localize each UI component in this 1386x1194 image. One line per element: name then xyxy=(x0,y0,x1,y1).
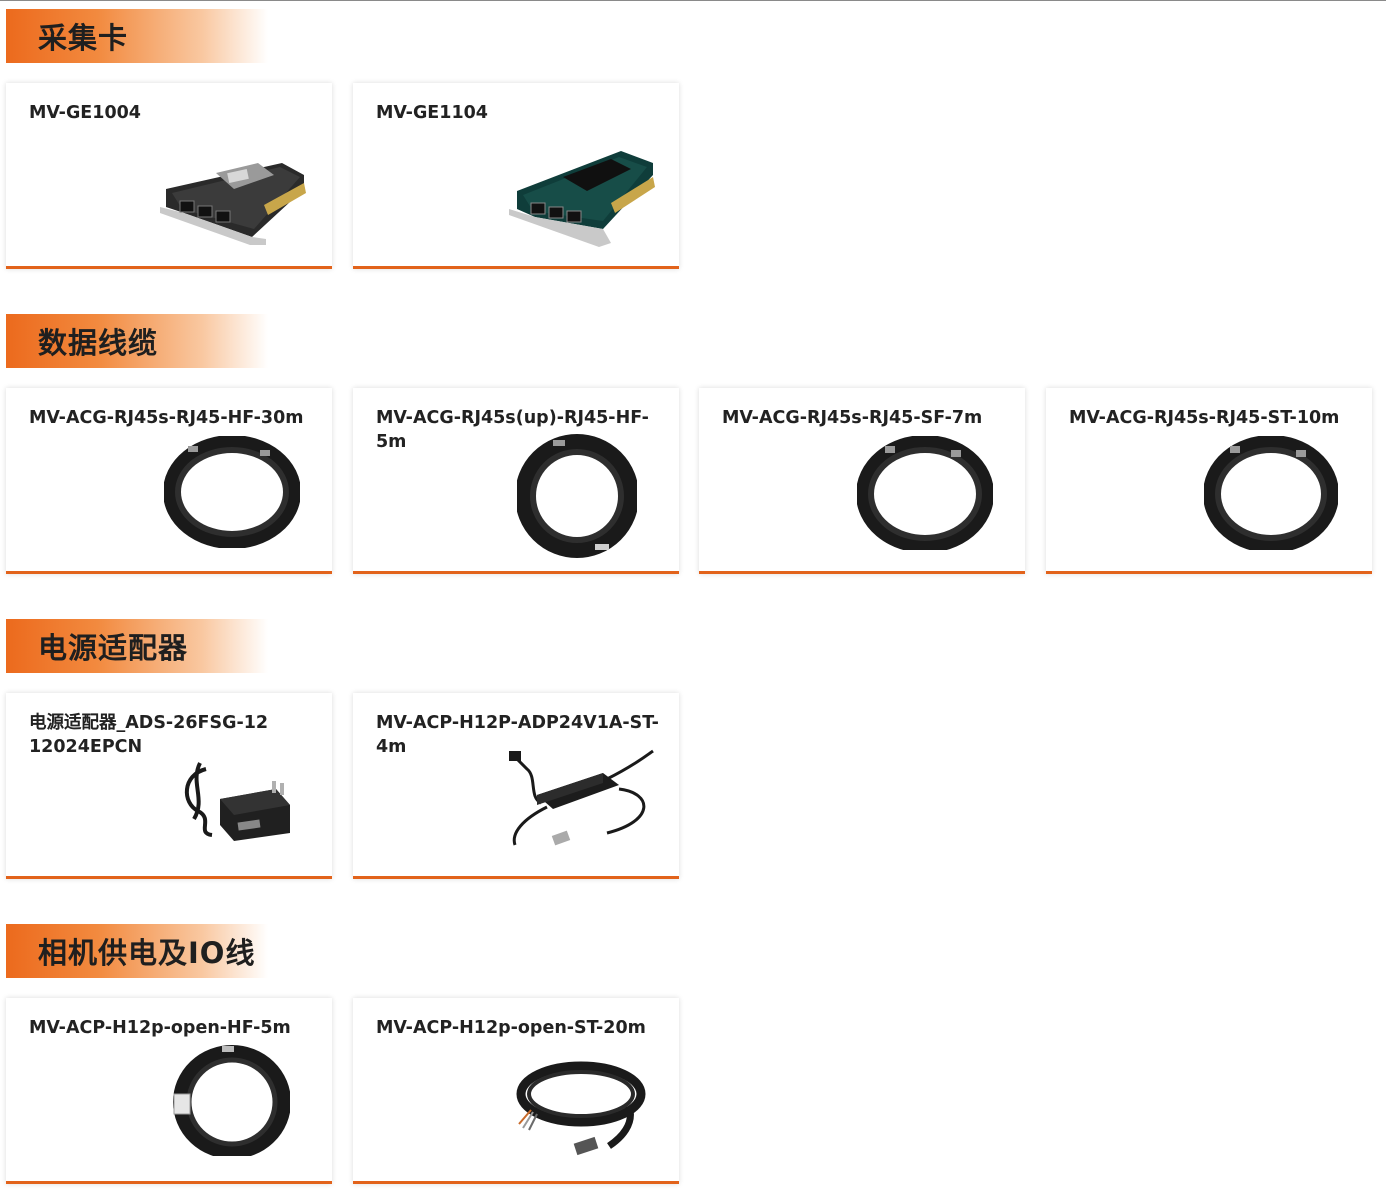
product-card-acg-up-hf-5m[interactable]: MV-ACG-RJ45s(up)-RJ45-HF-5m xyxy=(353,388,679,574)
product-name[interactable]: MV-ACG-RJ45s-RJ45-ST-10m xyxy=(1069,408,1340,428)
product-name[interactable]: MV-GE1104 xyxy=(376,103,488,123)
product-card-mv-ge1004[interactable]: MV-GE1004 xyxy=(6,83,332,269)
cable-coil-icon[interactable] xyxy=(1204,436,1338,550)
cable-coil-icon[interactable] xyxy=(517,432,637,558)
product-card-mv-ge1104[interactable]: MV-GE1104 xyxy=(353,83,679,269)
product-name[interactable]: MV-ACG-RJ45s-RJ45-SF-7m xyxy=(722,408,983,428)
product-name[interactable]: MV-GE1004 xyxy=(29,103,141,123)
product-grid: MV-ACP-H12p-open-HF-5m MV-ACP-H12p-open-… xyxy=(6,998,1378,1184)
wall-adapter-icon[interactable] xyxy=(176,759,304,845)
category-header: 数据线缆 xyxy=(6,314,268,368)
gige-card-black-heatsink-icon[interactable] xyxy=(503,143,663,247)
product-name[interactable]: MV-ACP-H12P-ADP24V1A-ST- 4m xyxy=(376,713,659,757)
top-divider xyxy=(0,0,1386,1)
product-card-acp-open-hf-5m[interactable]: MV-ACP-H12p-open-HF-5m xyxy=(6,998,332,1184)
product-name[interactable]: 电源适配器_ADS-26FSG-12 12024EPCN xyxy=(29,713,269,757)
product-card-acg-st-10m[interactable]: MV-ACG-RJ45s-RJ45-ST-10m xyxy=(1046,388,1372,574)
category-title: 相机供电及IO线 xyxy=(38,936,256,970)
product-name[interactable]: MV-ACP-H12p-open-ST-20m xyxy=(376,1018,646,1038)
category-section-power-io-cables: 相机供电及IO线 MV-ACP-H12p-open-HF-5m MV-ACP-H… xyxy=(6,924,1378,1184)
category-header: 采集卡 xyxy=(6,9,268,63)
product-card-acg-hf-30m[interactable]: MV-ACG-RJ45s-RJ45-HF-30m xyxy=(6,388,332,574)
category-title: 电源适配器 xyxy=(38,631,189,665)
category-title: 采集卡 xyxy=(38,21,129,55)
product-card-acp-h12p-adp24v1a[interactable]: MV-ACP-H12P-ADP24V1A-ST- 4m xyxy=(353,693,679,879)
category-title: 数据线缆 xyxy=(38,326,159,360)
cable-coil-icon[interactable] xyxy=(857,436,993,550)
gige-card-heatsink-fan-icon[interactable] xyxy=(154,149,314,245)
category-header: 相机供电及IO线 xyxy=(6,924,268,978)
cable-coil-icon[interactable] xyxy=(164,436,300,548)
product-name[interactable]: MV-ACG-RJ45s-RJ45-HF-30m xyxy=(29,408,304,428)
power-brick-icon[interactable] xyxy=(507,749,659,853)
product-grid: MV-GE1004 MV-GE1104 xyxy=(6,83,1378,269)
category-header: 电源适配器 xyxy=(6,619,268,673)
category-section-data-cables: 数据线缆 MV-ACG-RJ45s-RJ45-HF-30m MV-ACG-RJ4… xyxy=(6,314,1378,574)
product-grid: 电源适配器_ADS-26FSG-12 12024EPCN MV-ACP-H12P… xyxy=(6,693,1378,879)
product-card-acp-open-st-20m[interactable]: MV-ACP-H12p-open-ST-20m xyxy=(353,998,679,1184)
product-name[interactable]: MV-ACG-RJ45s(up)-RJ45-HF-5m xyxy=(376,408,649,452)
product-card-acg-sf-7m[interactable]: MV-ACG-RJ45s-RJ45-SF-7m xyxy=(699,388,1025,574)
io-cable-coil-icon[interactable] xyxy=(170,1044,290,1156)
category-section-power-adapters: 电源适配器 电源适配器_ADS-26FSG-12 12024EPCN MV-AC… xyxy=(6,619,1378,879)
io-cable-open-end-icon[interactable] xyxy=(511,1054,653,1158)
product-card-ads-26fsg[interactable]: 电源适配器_ADS-26FSG-12 12024EPCN xyxy=(6,693,332,879)
product-grid: MV-ACG-RJ45s-RJ45-HF-30m MV-ACG-RJ45s(up… xyxy=(6,388,1378,574)
product-name[interactable]: MV-ACP-H12p-open-HF-5m xyxy=(29,1018,291,1038)
category-section-capture-cards: 采集卡 MV-GE1004 MV-GE1104 xyxy=(6,9,1378,269)
